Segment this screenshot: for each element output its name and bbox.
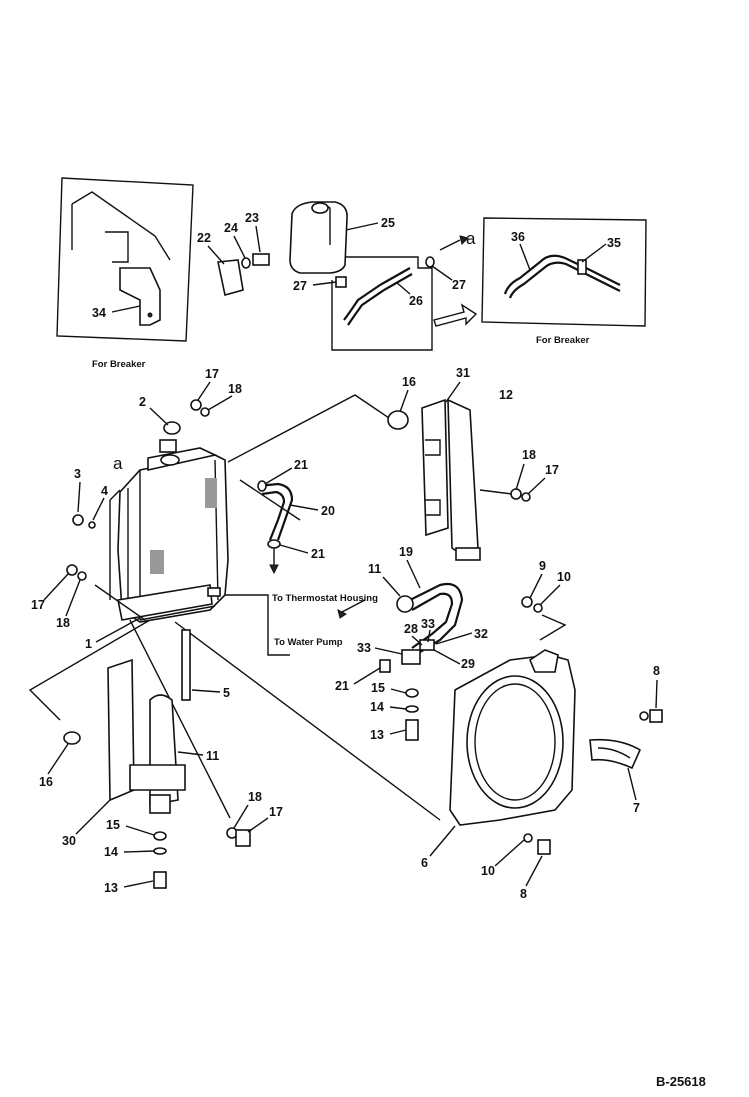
part-label: 19 [399, 545, 413, 559]
part-label: 8 [520, 887, 527, 901]
part-label: 4 [101, 484, 108, 498]
part-label: 33 [421, 617, 435, 631]
part-label: 35 [607, 236, 621, 250]
part-label: 27 [293, 279, 307, 293]
part-label: 21 [294, 458, 308, 472]
lower-hose [379, 582, 464, 673]
part-label: 36 [511, 230, 525, 244]
part-label: 27 [452, 278, 466, 292]
part-label: 13 [104, 881, 118, 895]
part-label: 26 [409, 294, 423, 308]
part-label: 8 [653, 664, 660, 678]
part-label: 17 [205, 367, 219, 381]
part-label: 1 [85, 637, 92, 651]
right-support [387, 398, 481, 561]
part-label: 15 [371, 681, 385, 695]
part-label: 10 [557, 570, 571, 584]
part-label: 18 [248, 790, 262, 804]
part-label: 20 [321, 504, 335, 518]
left-support [63, 629, 191, 814]
part-label: 14 [370, 700, 384, 714]
part-label: 9 [539, 559, 546, 573]
part-label: 31 [456, 366, 470, 380]
part-label: 23 [245, 211, 259, 225]
part-label: 16 [402, 375, 416, 389]
inset-reserve-tank [289, 201, 469, 351]
part-label: 17 [545, 463, 559, 477]
part-label: 15 [106, 818, 120, 832]
part-label: 24 [224, 221, 238, 235]
inset-breaker-bracket [56, 177, 270, 342]
part-label: 5 [223, 686, 230, 700]
part-label: 18 [56, 616, 70, 630]
part-label: 28 [404, 622, 418, 636]
part-label: 33 [357, 641, 371, 655]
callouts: 1 2 3 4 5 6 7 8 8 9 10 10 11 11 12 13 13… [31, 211, 660, 901]
radiator-core [72, 439, 229, 623]
part-label: 12 [499, 388, 513, 402]
part-label: 10 [481, 864, 495, 878]
part-label: 34 [92, 306, 106, 320]
caption-for-breaker-right: For Breaker [536, 335, 590, 346]
fan-shroud [449, 649, 642, 826]
part-label: 18 [228, 382, 242, 396]
leader-lines [28, 394, 567, 821]
thermostat-arrow [337, 599, 366, 619]
caption-for-breaker-left: For Breaker [92, 359, 146, 370]
shroud-bolts [521, 596, 663, 855]
part-label: 11 [368, 562, 381, 576]
caption-to-thermostat-housing: To Thermostat Housing [272, 593, 378, 604]
diagram-code: B-25618 [656, 1074, 706, 1089]
marker-a-top: a [466, 229, 476, 248]
part-label: 17 [31, 598, 45, 612]
part-label: 3 [74, 467, 81, 481]
part-label: 2 [139, 395, 146, 409]
part-label: 11 [206, 749, 219, 763]
marker-a-radiator: a [113, 454, 123, 473]
part-label: 22 [197, 231, 211, 245]
part-label: 30 [62, 834, 76, 848]
part-label: 25 [381, 216, 395, 230]
inset-breaker-hose [433, 217, 647, 327]
part-label: 18 [522, 448, 536, 462]
support-bolts [66, 399, 531, 889]
part-label: 6 [421, 856, 428, 870]
part-label: 16 [39, 775, 53, 789]
part-label: 21 [311, 547, 325, 561]
part-label: 14 [104, 845, 118, 859]
upper-hose [257, 480, 294, 575]
part-label: 32 [474, 627, 488, 641]
part-label: 21 [335, 679, 349, 693]
part-label: 13 [370, 728, 384, 742]
part-label: 29 [461, 657, 475, 671]
part-label: 17 [269, 805, 283, 819]
part-label: 7 [633, 801, 640, 815]
caption-to-water-pump: To Water Pump [274, 637, 343, 648]
